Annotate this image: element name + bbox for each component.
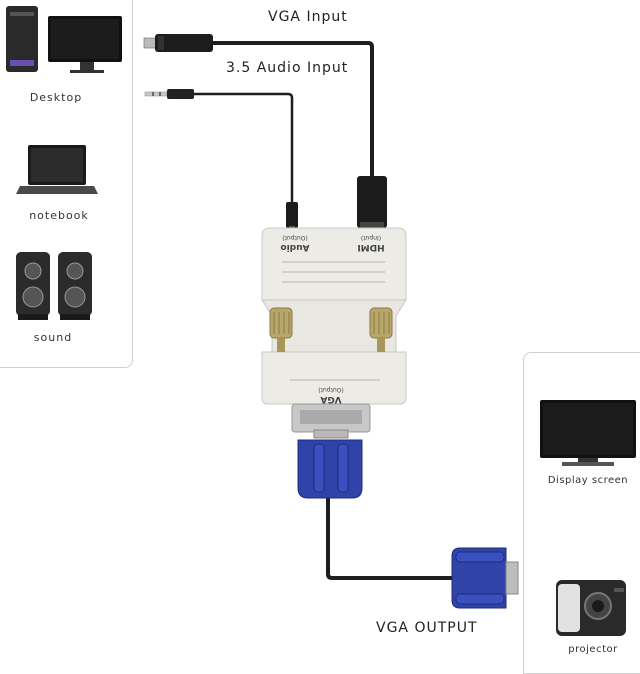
vga-port-label: VGA (Output) — [306, 384, 356, 404]
projector-icon — [556, 580, 626, 636]
hdmi-port-subtext: (Input) — [360, 234, 382, 241]
desktop-icon — [6, 6, 122, 73]
audio-port-subtext: (Output) — [282, 234, 308, 241]
vga-port-subtext: (Output) — [318, 386, 344, 393]
vga-plug-icon — [297, 429, 363, 499]
display-screen-label: Display screen — [547, 475, 629, 486]
speakers-icon — [16, 252, 92, 320]
hdmi-port-label: HDMI (Input) — [350, 232, 392, 252]
hdmi-connector-icon — [357, 176, 387, 232]
thumb-screw-left-icon — [269, 307, 293, 352]
audio-port-text: Audio — [280, 242, 310, 252]
audio-port-label: Audio (Output) — [274, 232, 316, 252]
audio-jack-icon — [144, 89, 194, 99]
vga-output-cable — [326, 498, 452, 580]
connection-diagram — [6, 6, 636, 636]
vga-input-title: VGA Input — [268, 9, 348, 25]
thumb-screw-right-icon — [369, 307, 393, 352]
vga-port-text: VGA — [320, 394, 342, 404]
hdmi-plug-icon — [143, 34, 213, 52]
audio-cable — [193, 92, 294, 206]
hdmi-port-text: HDMI — [357, 242, 385, 252]
notebook-icon — [16, 145, 98, 194]
vga-output-plug-icon — [451, 547, 519, 609]
sound-label: sound — [33, 331, 73, 344]
desktop-label: Desktop — [29, 91, 83, 104]
notebook-label: notebook — [29, 209, 89, 222]
audio-input-title: 3.5 Audio Input — [226, 60, 349, 76]
display-screen-icon — [540, 400, 636, 466]
hdmi-cable — [213, 41, 374, 178]
hdmi-to-vga-adapter — [261, 227, 407, 433]
projector-label: projector — [568, 644, 618, 655]
vga-output-title: VGA OUTPUT — [376, 620, 478, 636]
